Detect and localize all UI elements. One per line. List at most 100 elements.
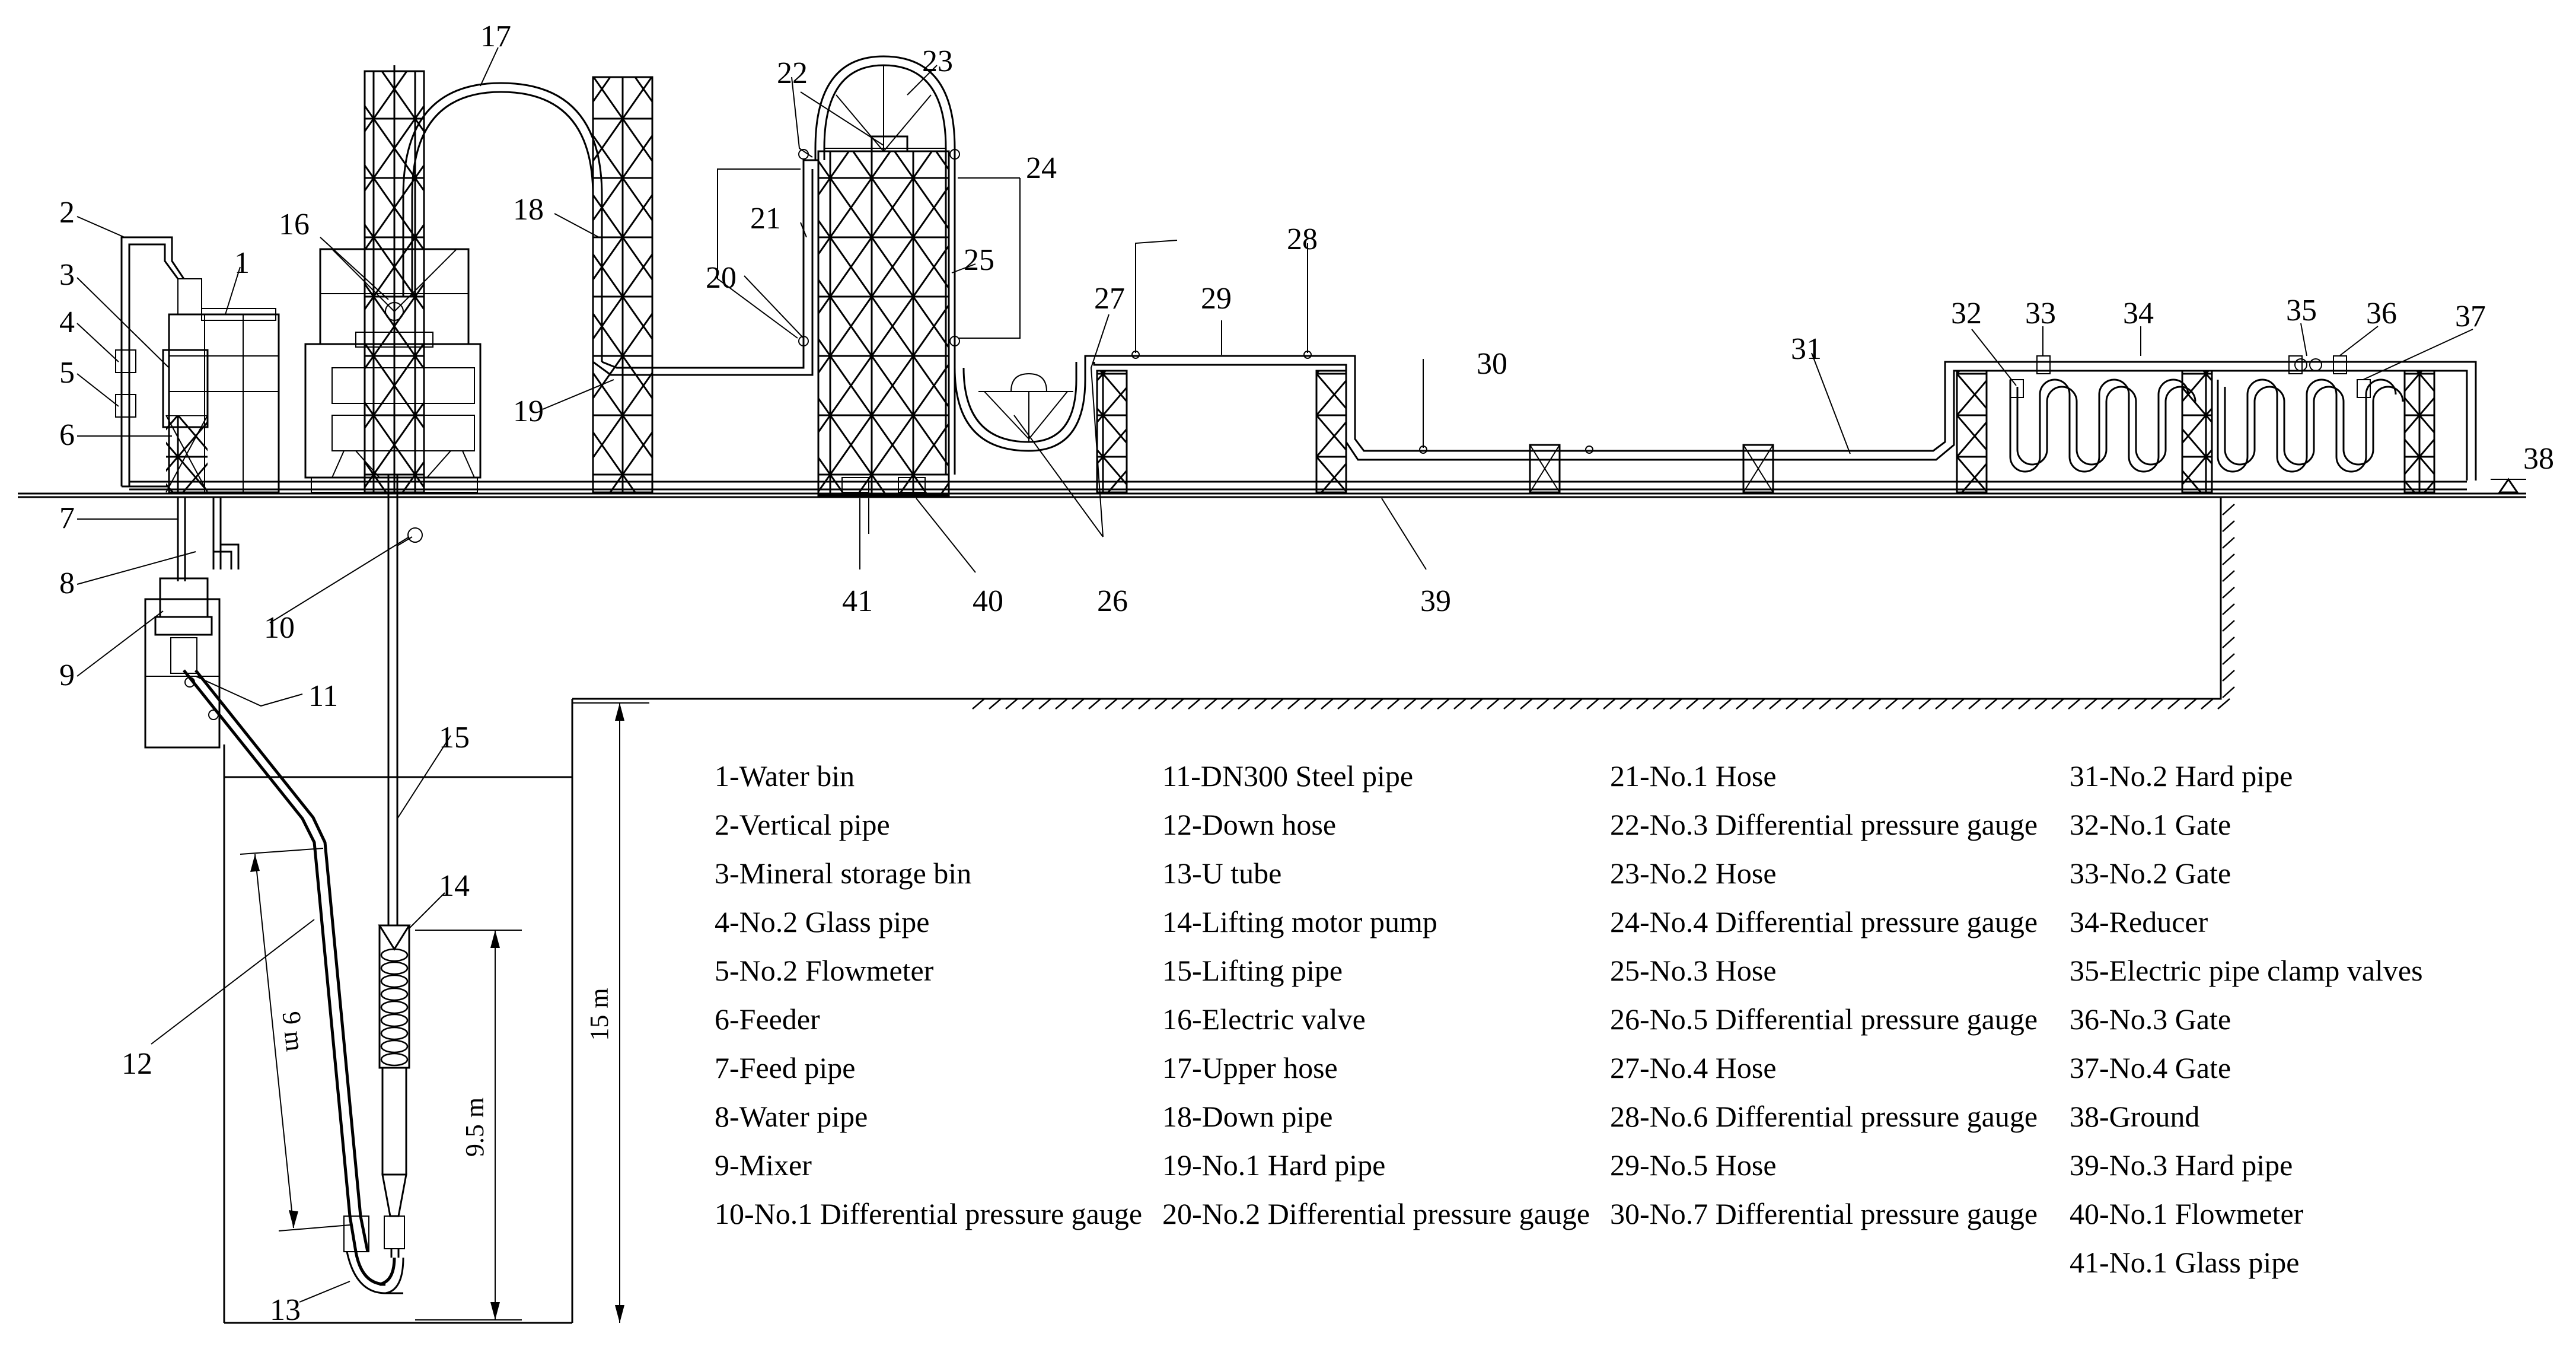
callout-23: 23 bbox=[922, 44, 953, 78]
legend-item: 41-No.1 Glass pipe bbox=[2070, 1246, 2299, 1279]
legend-item: 27-No.4 Hose bbox=[1610, 1051, 1777, 1084]
callout-19: 19 bbox=[513, 394, 544, 428]
callout-4: 4 bbox=[59, 306, 75, 339]
callout-18: 18 bbox=[513, 193, 544, 227]
callout-6: 6 bbox=[59, 418, 75, 452]
callout-2: 2 bbox=[59, 196, 75, 230]
callout-9: 9 bbox=[59, 658, 75, 692]
legend-item: 3-Mineral storage bin bbox=[715, 857, 971, 890]
callout-30: 30 bbox=[1477, 347, 1507, 381]
callout-25: 25 bbox=[964, 243, 994, 277]
legend-item: 23-No.2 Hose bbox=[1610, 857, 1777, 890]
legend-item: 36-No.3 Gate bbox=[2070, 1003, 2231, 1036]
upper-horizontal-pipe bbox=[1084, 351, 2477, 481]
legend-item: 32-No.1 Gate bbox=[2070, 808, 2231, 841]
legend-item: 26-No.5 Differential pressure gauge bbox=[1610, 1003, 2038, 1036]
legend-item: 7-Feed pipe bbox=[715, 1051, 855, 1084]
callout-12: 12 bbox=[122, 1047, 152, 1081]
upper-hose-arch bbox=[402, 82, 603, 362]
legend-item: 6-Feeder bbox=[715, 1003, 820, 1036]
legend-item: 1-Water bin bbox=[715, 759, 855, 793]
dimension-9m-label: 9 m bbox=[277, 1010, 310, 1052]
callout-35: 35 bbox=[2286, 294, 2317, 327]
legend-item: 4-No.2 Glass pipe bbox=[715, 905, 929, 938]
callout-14: 14 bbox=[439, 869, 470, 903]
callout-8: 8 bbox=[59, 567, 75, 600]
tower-right bbox=[592, 76, 653, 494]
bottom-return-pipe bbox=[129, 481, 2467, 491]
callout-37: 37 bbox=[2455, 300, 2486, 333]
legend-item: 13-U tube bbox=[1162, 857, 1281, 890]
callout-1: 1 bbox=[234, 246, 250, 280]
legend-item: 31-No.2 Hard pipe bbox=[2070, 759, 2293, 793]
legend-item: 10-No.1 Differential pressure gauge bbox=[715, 1197, 1142, 1230]
callout-10: 10 bbox=[264, 611, 295, 645]
callout-17: 17 bbox=[480, 20, 511, 53]
legend-item: 37-No.4 Gate bbox=[2070, 1051, 2231, 1084]
legend-item: 11-DN300 Steel pipe bbox=[1162, 759, 1413, 793]
legend-item: 40-No.1 Flowmeter bbox=[2070, 1197, 2304, 1230]
callout-40: 40 bbox=[973, 584, 1003, 618]
legend-item: 5-No.2 Flowmeter bbox=[715, 954, 934, 987]
legend-item: 21-No.1 Hose bbox=[1610, 759, 1777, 793]
legend-item: 14-Lifting motor pump bbox=[1162, 905, 1437, 938]
dimension-9.5m-label: 9.5 m bbox=[460, 1097, 489, 1157]
legend-item: 2-Vertical pipe bbox=[715, 808, 890, 841]
mixer-pit bbox=[144, 577, 221, 749]
callout-32: 32 bbox=[1951, 297, 1982, 330]
callout-16: 16 bbox=[279, 208, 310, 241]
callout-11: 11 bbox=[308, 679, 338, 713]
serpentine-pipes bbox=[2009, 378, 2404, 473]
callout-39: 39 bbox=[1420, 584, 1451, 618]
pit-outline bbox=[223, 497, 2222, 1324]
legend-item: 34-Reducer bbox=[2070, 905, 2208, 938]
callout-26: 26 bbox=[1097, 584, 1128, 618]
callout-3: 3 bbox=[59, 258, 75, 292]
support-frames bbox=[1096, 370, 2435, 494]
callout-20: 20 bbox=[706, 261, 737, 295]
callout-leaders bbox=[76, 47, 2473, 1303]
u-tube bbox=[346, 1251, 404, 1294]
legend-item: 35-Electric pipe clamp valves bbox=[2070, 954, 2423, 987]
dimension-9m bbox=[240, 848, 350, 1232]
feed-and-water-pipes bbox=[122, 485, 240, 581]
callout-21: 21 bbox=[750, 202, 781, 236]
legend-item: 8-Water pipe bbox=[715, 1100, 868, 1133]
legend-item: 28-No.6 Differential pressure gauge bbox=[1610, 1100, 2038, 1133]
quarter-hose-frame bbox=[954, 362, 1086, 452]
legend-item: 17-Upper hose bbox=[1162, 1051, 1338, 1084]
ground-line bbox=[18, 492, 2526, 498]
legend-item: 38-Ground bbox=[2070, 1100, 2199, 1133]
central-tower bbox=[817, 135, 950, 497]
legend-item: 16-Electric valve bbox=[1162, 1003, 1366, 1036]
callout-31: 31 bbox=[1791, 332, 1822, 366]
legend-item: 39-No.3 Hard pipe bbox=[2070, 1148, 2293, 1182]
legend-item: 33-No.2 Gate bbox=[2070, 857, 2231, 890]
legend: 1-Water bin 2-Vertical pipe 3-Mineral stor… bbox=[715, 759, 2423, 1279]
no1-hard-pipe bbox=[592, 341, 814, 376]
vertical-pipe bbox=[115, 236, 185, 486]
callout-29: 29 bbox=[1201, 282, 1232, 316]
callout-22: 22 bbox=[777, 56, 808, 90]
legend-item: 12-Down hose bbox=[1162, 808, 1336, 841]
down-hose bbox=[183, 669, 369, 1252]
legend-item: 19-No.1 Hard pipe bbox=[1162, 1148, 1385, 1182]
ground-hatching bbox=[972, 504, 2235, 709]
callout-38: 38 bbox=[2523, 442, 2554, 476]
water-bin bbox=[168, 278, 280, 494]
callout-33: 33 bbox=[2025, 297, 2056, 330]
legend-item: 30-No.7 Differential pressure gauge bbox=[1610, 1197, 2038, 1230]
legend-item: 9-Mixer bbox=[715, 1148, 812, 1182]
dimension-9.5m bbox=[415, 930, 522, 1320]
callout-numbers: 1 2 3 4 5 6 7 8 9 10 11 12 13 14 15 16 1… bbox=[59, 20, 2554, 1327]
legend-item: 29-No.5 Hose bbox=[1610, 1148, 1777, 1182]
callout-7: 7 bbox=[59, 501, 75, 535]
legend-item: 24-No.4 Differential pressure gauge bbox=[1610, 905, 2038, 938]
callout-15: 15 bbox=[439, 721, 470, 755]
legend-item: 20-No.2 Differential pressure gauge bbox=[1162, 1197, 1590, 1230]
callout-36: 36 bbox=[2366, 297, 2397, 330]
legend-item: 15-Lifting pipe bbox=[1162, 954, 1343, 987]
callout-13: 13 bbox=[270, 1293, 301, 1327]
tower-left bbox=[364, 65, 425, 494]
